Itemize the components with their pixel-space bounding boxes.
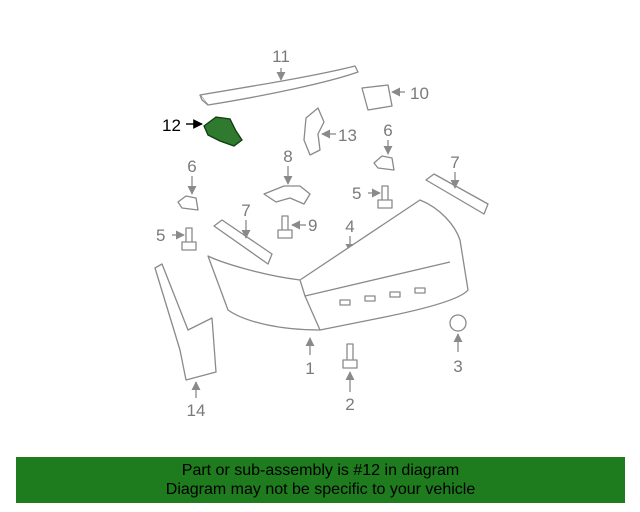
part-7-right-retainer: [425, 172, 489, 215]
callout-5-left: 5: [156, 226, 165, 245]
callout-1: 1: [305, 359, 314, 378]
callout-7-left: 7: [241, 201, 250, 220]
part-13-bracket: [303, 107, 336, 156]
callout-11: 11: [272, 47, 290, 66]
part-3-sensor: [449, 314, 467, 352]
callout-3: 3: [453, 357, 462, 376]
part-10-cap: [361, 84, 405, 111]
part-11-step-pad: [199, 65, 359, 106]
callout-12: 12: [162, 116, 181, 135]
part-12-bracket-highlighted: [186, 116, 243, 147]
callout-7-right: 7: [450, 153, 459, 172]
callout-8: 8: [283, 147, 292, 166]
part-1-bumper-cover: [207, 199, 469, 355]
info-banner: Part or sub-assembly is #12 in diagram D…: [16, 457, 625, 503]
callout-6-right: 6: [383, 121, 392, 140]
callout-14: 14: [187, 401, 206, 420]
part-5-left-bolt: [172, 227, 197, 251]
callout-10: 10: [410, 84, 429, 103]
part-7-left-retainer: [213, 219, 273, 265]
banner-line-1: Part or sub-assembly is #12 in diagram: [181, 462, 460, 479]
callout-13: 13: [338, 126, 357, 145]
part-14-mud-guard: [154, 263, 217, 398]
part-8-bracket: [263, 166, 311, 205]
callout-2: 2: [345, 395, 354, 414]
callout-4: 4: [345, 217, 354, 236]
callout-5-right: 5: [352, 184, 361, 203]
callout-9: 9: [308, 216, 317, 235]
part-2-bolt: [342, 343, 358, 392]
part-5-right-bolt: [368, 185, 393, 209]
part-6-left-clip: [177, 176, 199, 211]
banner-line-2: Diagram may not be specific to your vehi…: [165, 481, 476, 498]
part-9-bolt: [277, 215, 306, 239]
parts-diagram: 11 10 12 13 6 7 8 6 5 7 9 4 5 1 3 2 14: [154, 47, 489, 420]
part-6-right-clip: [373, 140, 395, 171]
callout-6-left: 6: [187, 157, 196, 176]
